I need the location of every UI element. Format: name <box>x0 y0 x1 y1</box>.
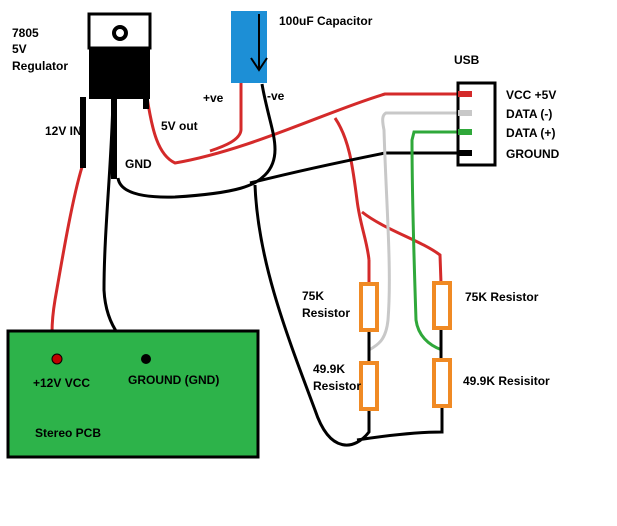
wire-12v-in <box>50 166 84 359</box>
capacitor-positive-label: +ve <box>203 91 224 105</box>
regulator-label-line1: 7805 <box>12 26 39 40</box>
usb-title: USB <box>454 53 480 67</box>
capacitor-negative-label: -ve <box>267 89 285 103</box>
regulator-pin-in <box>80 97 86 168</box>
resistor-right-top <box>432 281 452 330</box>
resistor-left-top-value: 75K <box>302 289 324 303</box>
usb-pin-data-minus <box>458 110 472 116</box>
usb-pin-label-data-minus: DATA (-) <box>506 107 552 121</box>
pcb-vcc-terminal <box>51 353 63 365</box>
pcb-gnd-label: GROUND (GND) <box>128 373 219 387</box>
pin-gnd-label: GND <box>125 157 152 171</box>
pcb-board <box>6 329 260 459</box>
pcb-vcc-label: +12V VCC <box>33 376 90 390</box>
regulator-pin-out <box>143 97 149 109</box>
pin-input-label: 12V IN <box>45 124 82 138</box>
wire-ground-bus <box>116 83 460 199</box>
pcb-gnd-terminal <box>141 354 151 364</box>
resistor-left-top <box>359 282 379 332</box>
wire-data-minus <box>368 111 460 352</box>
regulator <box>80 12 152 179</box>
regulator-label-line3: Regulator <box>12 59 68 73</box>
usb-pin-label-vcc: VCC +5V <box>506 88 556 102</box>
usb-pin-vcc <box>458 91 472 97</box>
usb-pin-ground <box>458 150 472 156</box>
resistor-left-bottom <box>359 361 379 411</box>
wire-cap-positive <box>209 82 243 153</box>
usb-pin-label-ground: GROUND <box>506 147 560 161</box>
resistor-right-bottom <box>432 358 452 408</box>
resistor-left-bottom-type: Resistor <box>313 379 361 393</box>
wire-vcc-resistors <box>333 117 443 284</box>
capacitor-body <box>231 11 267 83</box>
capacitor-label: 100uF Capacitor <box>279 14 373 28</box>
capacitor <box>231 11 268 83</box>
usb-pin-data-plus <box>458 129 472 135</box>
regulator-mount-hole <box>112 25 128 41</box>
wire-data-plus <box>410 130 460 352</box>
pcb-name: Stereo PCB <box>35 426 101 440</box>
pin-output-label: 5V out <box>161 119 198 133</box>
resistor-left-bottom-value: 49.9K <box>313 362 345 376</box>
resistor-right-top-label: 75K Resistor <box>465 290 539 304</box>
wire-pcb-ground <box>102 96 146 360</box>
regulator-body <box>89 48 150 99</box>
capacitor-arrow-icon <box>250 57 268 72</box>
usb-connector <box>456 81 497 167</box>
regulator-pin-gnd <box>111 97 117 179</box>
stereo-pcb <box>6 329 260 459</box>
usb-pin-label-data-plus: DATA (+) <box>506 126 555 140</box>
resistor-right-bottom-label: 49.9K Resisitor <box>463 374 550 388</box>
resistor-left-top-type: Resistor <box>302 306 350 320</box>
regulator-label-line2: 5V <box>12 42 27 56</box>
wire-ground-resistors <box>253 184 444 447</box>
wire-5v-out <box>145 92 460 165</box>
